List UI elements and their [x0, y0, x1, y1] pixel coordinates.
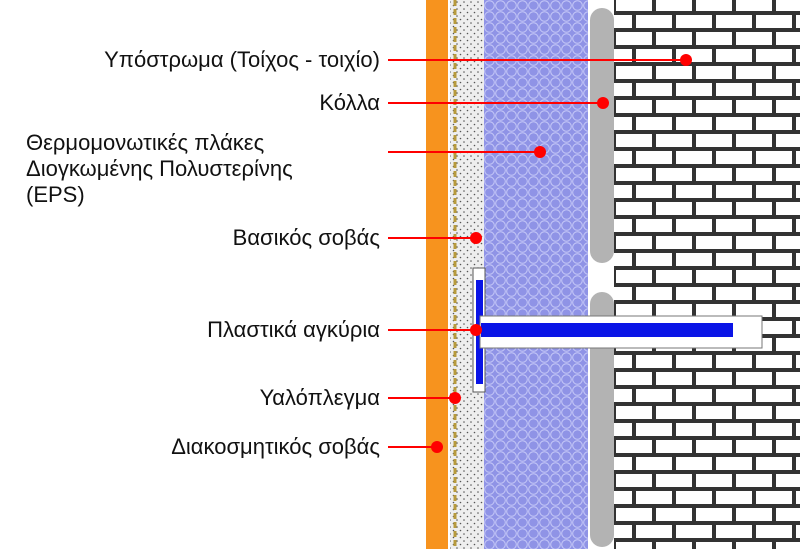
label-substrate: Υπόστρωμα (Τοίχος - τοιχίο): [104, 47, 380, 72]
decorative-plaster-layer: [426, 0, 448, 549]
eps-insulation: [484, 0, 588, 549]
adhesive-strip-lower: [590, 292, 614, 547]
dot-finish-plaster: [431, 441, 443, 453]
label-base-plaster: Βασικός σοβάς: [232, 225, 380, 250]
label-adhesive: Κόλλα: [319, 90, 380, 115]
dot-insulation: [534, 146, 546, 158]
leader-dots: [431, 54, 692, 453]
dot-substrate: [680, 54, 692, 66]
dot-adhesive: [597, 97, 609, 109]
label-mesh: Υαλόπλεγμα: [259, 385, 380, 410]
leader-lines: [388, 59, 686, 448]
dot-base-plaster: [470, 232, 482, 244]
label-anchors: Πλαστικά αγκύρια: [207, 317, 380, 342]
dot-anchors: [470, 324, 482, 336]
dot-mesh: [449, 392, 461, 404]
plastic-anchor: [472, 267, 763, 393]
adhesive-strip-upper: [590, 8, 614, 263]
label-finish-plaster: Διακοσμητικός σοβάς: [171, 434, 380, 459]
brick-wall: [614, 0, 800, 549]
label-insulation: Θερμομονωτικές πλάκες Διογκωμένης Πολυστ…: [26, 130, 293, 207]
